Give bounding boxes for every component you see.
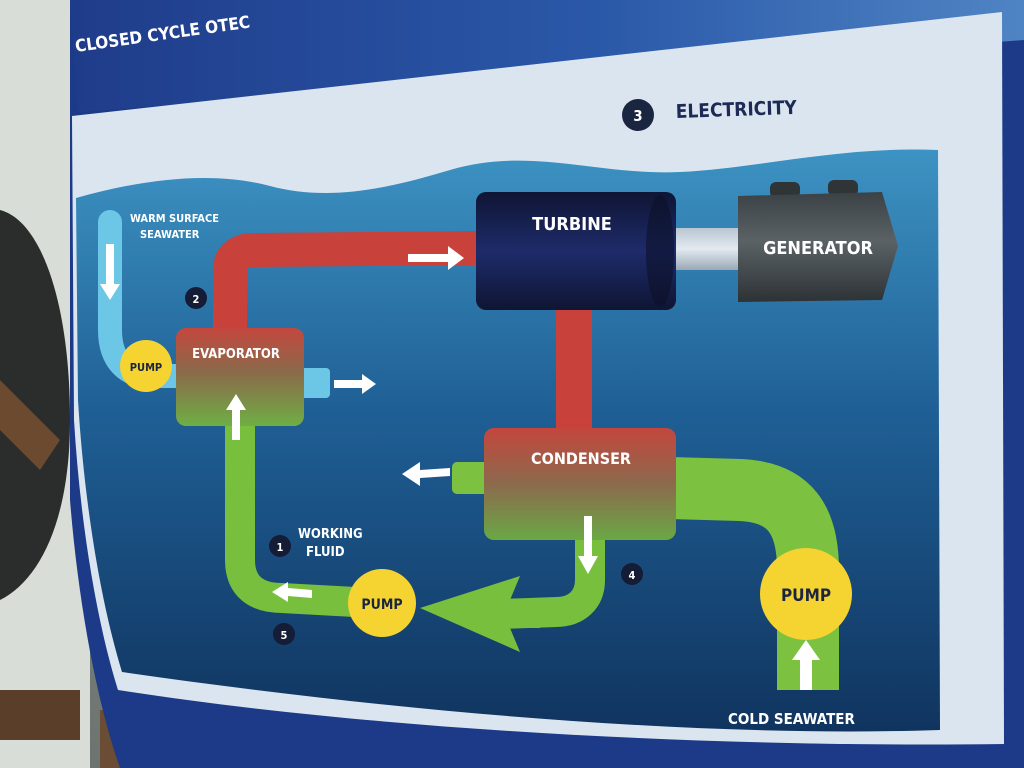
arrow-warm-in xyxy=(100,244,120,300)
exhibit-wheel xyxy=(0,210,70,600)
condenser-label: CONDENSER xyxy=(531,449,631,468)
working-fluid-label-1: WORKING xyxy=(298,527,363,542)
condenser-outlet-pipe xyxy=(452,462,492,494)
turbine-label: TURBINE xyxy=(532,214,612,235)
generator-label: GENERATOR xyxy=(763,238,873,259)
step-3-marker: 3 xyxy=(622,99,654,131)
arrow-fluid-up xyxy=(226,394,246,440)
step-5-number: 5 xyxy=(281,629,288,642)
turbine xyxy=(476,192,676,310)
cold-pump-label: PUMP xyxy=(781,586,831,606)
step-1-number: 1 xyxy=(277,541,284,554)
warm-pump-label: PUMP xyxy=(130,361,162,374)
evaporator-label: EVAPORATOR xyxy=(192,347,280,362)
working-fluid-pipe-right xyxy=(499,512,605,629)
arrow-cold-out xyxy=(402,462,450,486)
working-fluid-pipe-left xyxy=(225,420,356,617)
arrow-cold-in xyxy=(792,640,820,690)
flow-arrows xyxy=(100,244,820,690)
step-3-number: 3 xyxy=(633,107,642,125)
wooden-post xyxy=(0,690,80,740)
step-2-marker: 2 xyxy=(185,287,207,309)
evaporator xyxy=(176,328,304,426)
arrow-warm-out xyxy=(334,374,376,394)
sign-header xyxy=(70,0,1024,112)
cold-water-pump: PUMP xyxy=(760,548,852,640)
step-5-marker: 5 xyxy=(273,623,295,645)
condenser xyxy=(484,428,676,540)
vapor-pipe xyxy=(213,231,491,340)
warm-water-pump: PUMP xyxy=(120,340,172,392)
generator xyxy=(738,192,898,302)
warm-seawater-label-2: SEAWATER xyxy=(140,228,200,241)
arrow-vapor-to-turbine xyxy=(408,246,464,270)
arrow-fluid-left xyxy=(272,582,312,602)
step-2-number: 2 xyxy=(193,293,200,306)
arrow-condenser-down xyxy=(578,516,598,574)
evaporator-outlet-pipe xyxy=(300,368,330,398)
working-pump-label: PUMP xyxy=(361,597,402,613)
step-4-marker: 4 xyxy=(621,563,643,585)
wooden-frame xyxy=(0,380,60,470)
exhaust-pipe xyxy=(556,300,592,440)
working-fluid-pump: PUMP xyxy=(348,569,416,637)
working-fluid-label-2: FLUID xyxy=(306,545,345,560)
electricity-label: ELECTRICITY xyxy=(675,97,797,123)
warm-seawater-label-1: WARM SURFACE xyxy=(130,212,219,225)
cold-seawater-label: COLD SEAWATER xyxy=(728,710,856,728)
step-4-number: 4 xyxy=(629,569,636,582)
step-1-marker: 1 xyxy=(269,535,291,557)
working-fluid-arrowhead xyxy=(420,576,540,652)
